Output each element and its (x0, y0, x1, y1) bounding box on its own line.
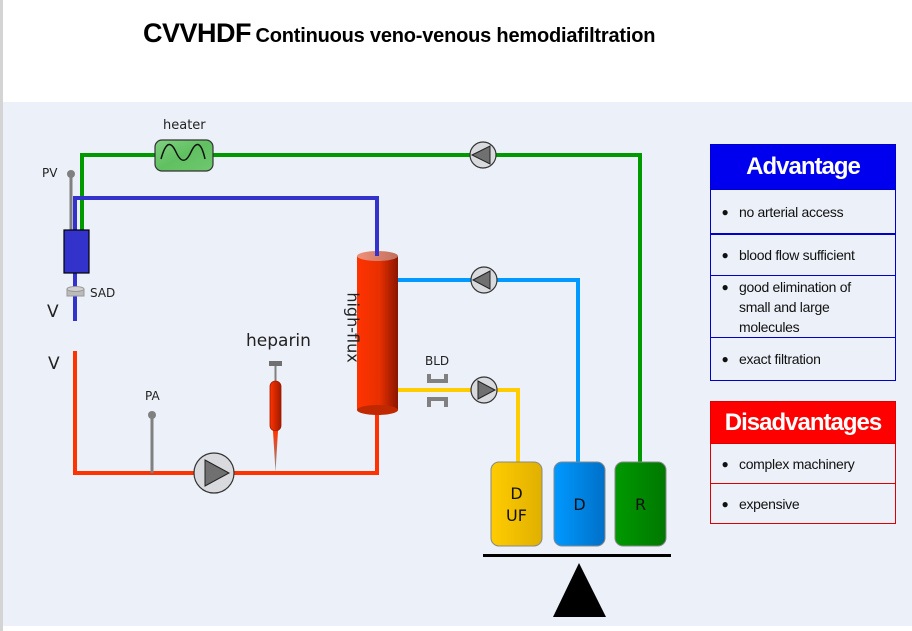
bullet-icon: ● (721, 204, 729, 219)
blood-pump-icon (193, 452, 235, 494)
advantages-table: Advantage ● no arterial access ● blood f… (710, 144, 896, 381)
pv-label: PV (42, 166, 58, 180)
container-label-line2: UF (506, 506, 527, 525)
container-replacement-label: R (634, 495, 647, 514)
disadvantage-text: expensive (739, 495, 800, 512)
heater-label: heater (163, 118, 206, 133)
arterial-access-label: V (48, 354, 60, 374)
title-full-name: Continuous veno-venous hemodiafiltration (255, 25, 656, 47)
slide-left-border (0, 0, 3, 631)
advantage-text: no arterial access (739, 203, 844, 220)
disadvantages-table: Disadvantages ● complex machinery ● expe… (710, 401, 896, 524)
disadvantage-item: ● complex machinery (711, 443, 895, 483)
disadvantages-header: Disadvantages (711, 402, 895, 443)
arterial-blood-line (73, 351, 379, 475)
bld-label: BLD (425, 354, 450, 368)
sad-label: SAD (90, 286, 116, 300)
advantage-item: ● exact filtration (711, 337, 895, 380)
container-replacement (614, 461, 667, 547)
advantage-item: ● no arterial access (711, 189, 895, 233)
heparin-label: heparin (246, 331, 311, 351)
sad-air-detector-icon (66, 286, 85, 297)
advantage-text: good elimination of small and large mole… (739, 279, 851, 335)
replacement-pump-icon (469, 141, 497, 169)
heparin-syringe-icon (269, 361, 282, 472)
container-dialysate-label: D (573, 495, 586, 514)
advantage-item: ● good elimination of small and large mo… (711, 275, 895, 337)
filter-label: high-flux (343, 292, 363, 363)
container-dialysate (553, 461, 606, 547)
title-abbreviation: CVVHDF (143, 18, 252, 48)
effluent-line (398, 388, 520, 462)
pa-sensor-icon (148, 411, 156, 419)
pa-label: PA (145, 389, 160, 403)
disadvantage-item: ● expensive (711, 483, 895, 523)
bld-blood-leak-detector-icon (427, 374, 448, 407)
venous-return-line (73, 196, 379, 256)
advantage-item: ● blood flow sufficient (711, 233, 895, 275)
disadvantage-text: complex machinery (739, 455, 855, 472)
advantage-text: exact filtration (739, 351, 821, 367)
bullet-icon: ● (721, 456, 729, 471)
heater-icon (154, 139, 214, 172)
container-dialysate-ultrafiltrate-label: D UF (491, 483, 542, 527)
bullet-icon: ● (721, 352, 729, 366)
effluent-pump-icon (470, 376, 498, 404)
container-dialysate-ultrafiltrate (490, 461, 543, 547)
dialysate-line (398, 278, 580, 462)
replacement-fluid-line (80, 153, 642, 462)
scale-beam (483, 554, 671, 557)
bullet-icon: ● (721, 496, 729, 511)
high-flux-filter-icon (357, 251, 398, 415)
dialysate-pump-icon (470, 266, 498, 294)
bullet-icon: ● (721, 280, 729, 294)
bullet-icon: ● (721, 248, 729, 262)
advantages-header: Advantage (711, 145, 895, 189)
container-label-line1: D (510, 484, 523, 503)
pv-sensor-icon (67, 170, 75, 178)
venous-air-trap-chamber (63, 229, 90, 274)
page-title: CVVHDF Continuous veno-venous hemodiafil… (143, 18, 655, 49)
scale-fulcrum-icon (553, 563, 606, 617)
venous-access-label: V (47, 302, 59, 322)
advantage-text: blood flow sufficient (739, 247, 855, 263)
